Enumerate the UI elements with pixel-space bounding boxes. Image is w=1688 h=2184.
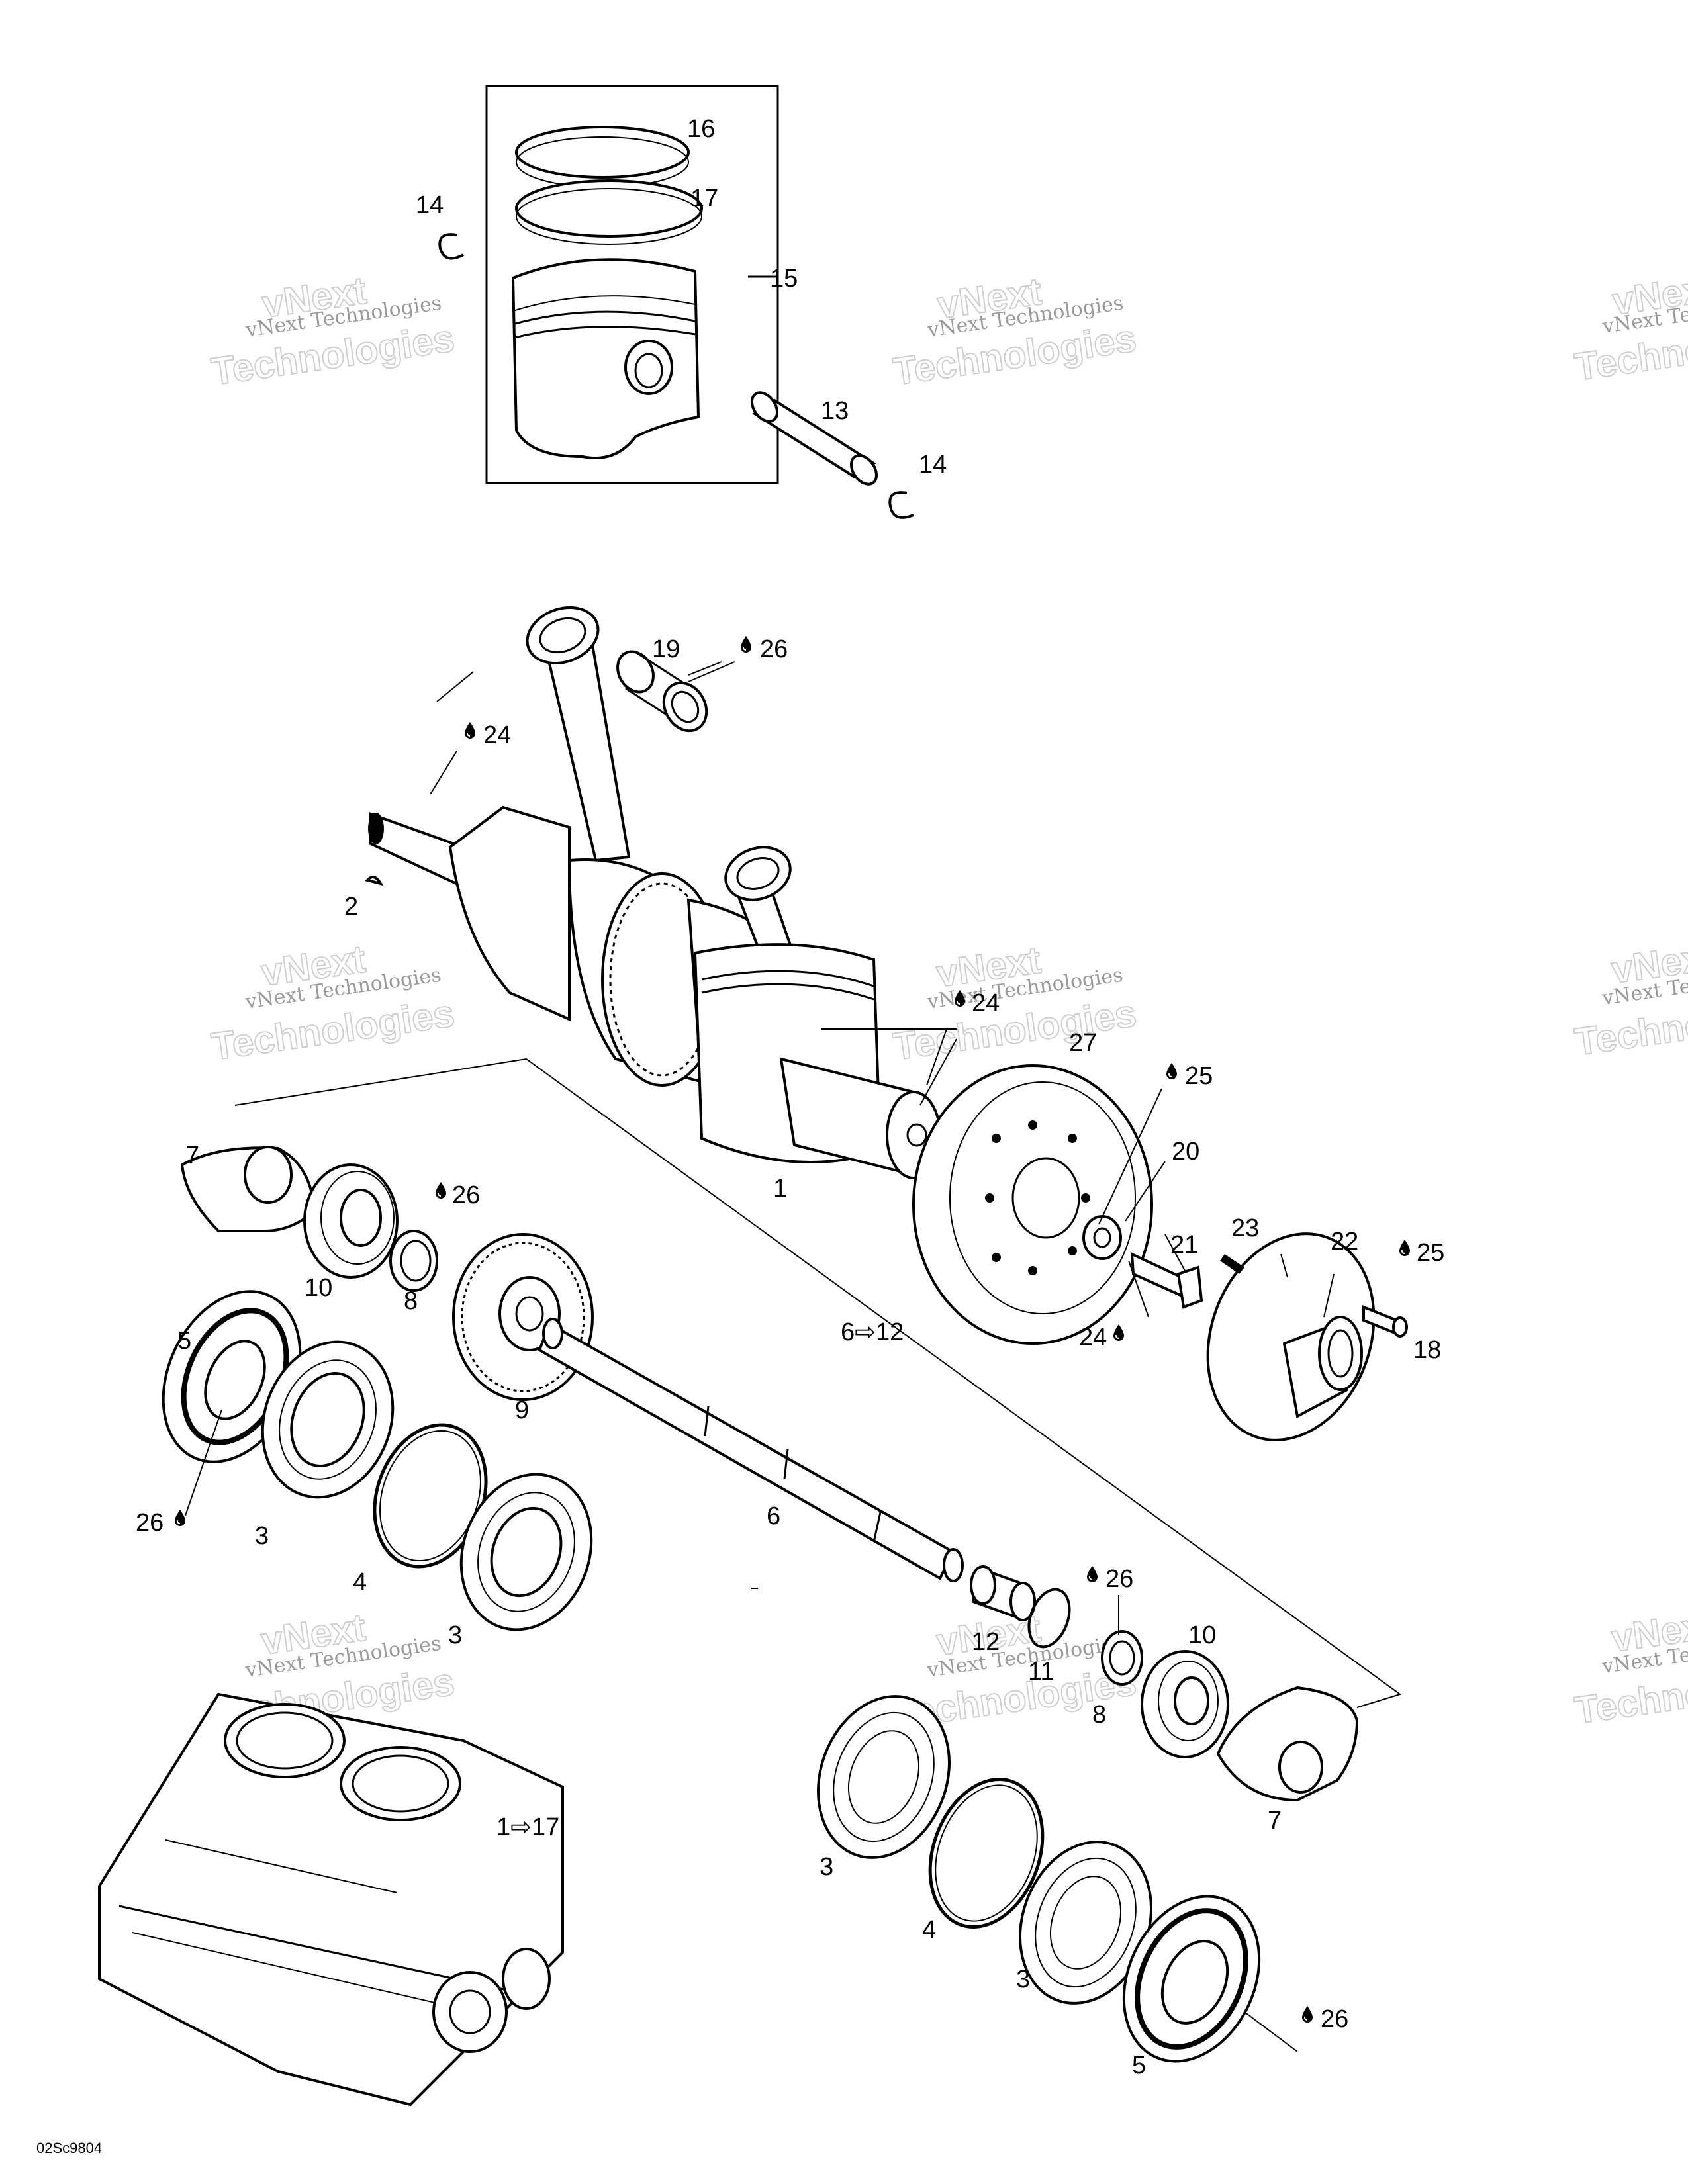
- pto-shaft: [538, 1322, 955, 1580]
- callout-24: 24: [483, 721, 511, 749]
- callout-18: 18: [1413, 1336, 1441, 1364]
- callout-19: 19: [652, 635, 680, 663]
- callout-20: 20: [1172, 1138, 1199, 1165]
- callout-1-to-17: 1⇨17: [496, 1813, 559, 1841]
- oil-drop-icon: [174, 1509, 186, 1527]
- callout-5: 5: [1132, 2052, 1146, 2079]
- callout-26: 26: [136, 1509, 164, 1537]
- piston: [511, 258, 700, 459]
- callout-23: 23: [1231, 1214, 1259, 1242]
- callout-4: 4: [353, 1569, 367, 1596]
- callout-16: 16: [687, 115, 715, 143]
- callout-24: 24: [1079, 1324, 1107, 1351]
- callout-13: 13: [821, 397, 849, 425]
- o-ring-right: [928, 1778, 1045, 1929]
- oil-drop-icon: [464, 721, 476, 739]
- callout-14: 14: [919, 451, 947, 478]
- callout-3: 3: [820, 1853, 833, 1881]
- callout-3: 3: [1016, 1966, 1030, 1993]
- needle-bearing: [616, 650, 708, 733]
- callout-22: 22: [1331, 1228, 1358, 1255]
- callout-10: 10: [1188, 1621, 1216, 1649]
- pto-assembly: [162, 1146, 1359, 2063]
- main-bearing-right-1: [817, 1695, 951, 1859]
- engine-block: [98, 1692, 564, 2107]
- woodruff-key: [365, 876, 384, 886]
- crank-web-1: [448, 805, 571, 1022]
- callout-7: 7: [1268, 1807, 1282, 1835]
- oil-drop-icon: [1113, 1324, 1125, 1342]
- callout-8: 8: [404, 1287, 418, 1315]
- callout-labels: 16 17 14 15 13 14 19 26 24 2 24 27 25 20…: [136, 115, 1444, 2079]
- oil-seal-right: [1101, 1630, 1143, 1686]
- group-bracket-6-12: [234, 1058, 1402, 1708]
- callout-12: 12: [972, 1628, 1000, 1656]
- piston-ring-lower: [515, 179, 703, 238]
- oil-drop-icon: [1086, 1565, 1098, 1583]
- callout-9: 9: [515, 1396, 529, 1424]
- oil-drop-icon: [740, 635, 752, 653]
- flywheel: [912, 1064, 1153, 1345]
- callout-8: 8: [1092, 1701, 1106, 1729]
- oil-drop-icon: [435, 1181, 447, 1199]
- leader-lines: [185, 661, 1335, 2052]
- callout-26: 26: [1321, 2005, 1348, 2033]
- callout-3: 3: [448, 1621, 462, 1649]
- callout-15: 15: [770, 265, 798, 293]
- piston-ring-upper: [515, 126, 690, 179]
- callout-4: 4: [922, 1916, 936, 1944]
- callout-26: 26: [452, 1181, 480, 1209]
- snap-ring: [1027, 1588, 1071, 1649]
- callout-24: 24: [972, 989, 1000, 1017]
- piston-pin-bore: [624, 340, 673, 395]
- callout-6-to-12: 6⇨12: [841, 1318, 904, 1346]
- callout-10: 10: [305, 1274, 332, 1302]
- circlip-left: [438, 233, 464, 260]
- piston-assembly: [438, 85, 914, 519]
- diagram-code: 02Sc9804: [36, 2140, 102, 2156]
- callout-26: 26: [1105, 1565, 1133, 1593]
- callout-1: 1: [773, 1175, 787, 1203]
- piston-pin: [750, 391, 878, 486]
- callout-3: 3: [255, 1522, 269, 1550]
- oil-drop-icon: [1166, 1062, 1178, 1080]
- oil-drop-icon: [1399, 1239, 1411, 1257]
- callout-26: 26: [760, 635, 788, 663]
- callout-6: 6: [767, 1502, 780, 1530]
- callout-21: 21: [1170, 1231, 1198, 1259]
- set-screw: [1220, 1254, 1244, 1274]
- flywheel-assembly: [912, 1064, 1408, 1441]
- callout-25: 25: [1185, 1062, 1213, 1090]
- washer: [1082, 1215, 1122, 1260]
- callout-14: 14: [416, 191, 444, 219]
- piston-kit-box: [485, 85, 779, 484]
- oil-drop-icon: [1301, 2005, 1313, 2023]
- callout-2: 2: [344, 893, 358, 921]
- callout-11: 11: [1028, 1658, 1054, 1686]
- callout-27: 27: [1069, 1029, 1097, 1057]
- callout-5: 5: [177, 1327, 191, 1355]
- callout-7: 7: [185, 1142, 199, 1169]
- circlip-right: [888, 491, 914, 519]
- coupler-flange: [1206, 1232, 1376, 1441]
- callout-17: 17: [690, 185, 718, 212]
- callout-25: 25: [1417, 1239, 1444, 1267]
- crankshaft-assembly: [365, 606, 941, 1180]
